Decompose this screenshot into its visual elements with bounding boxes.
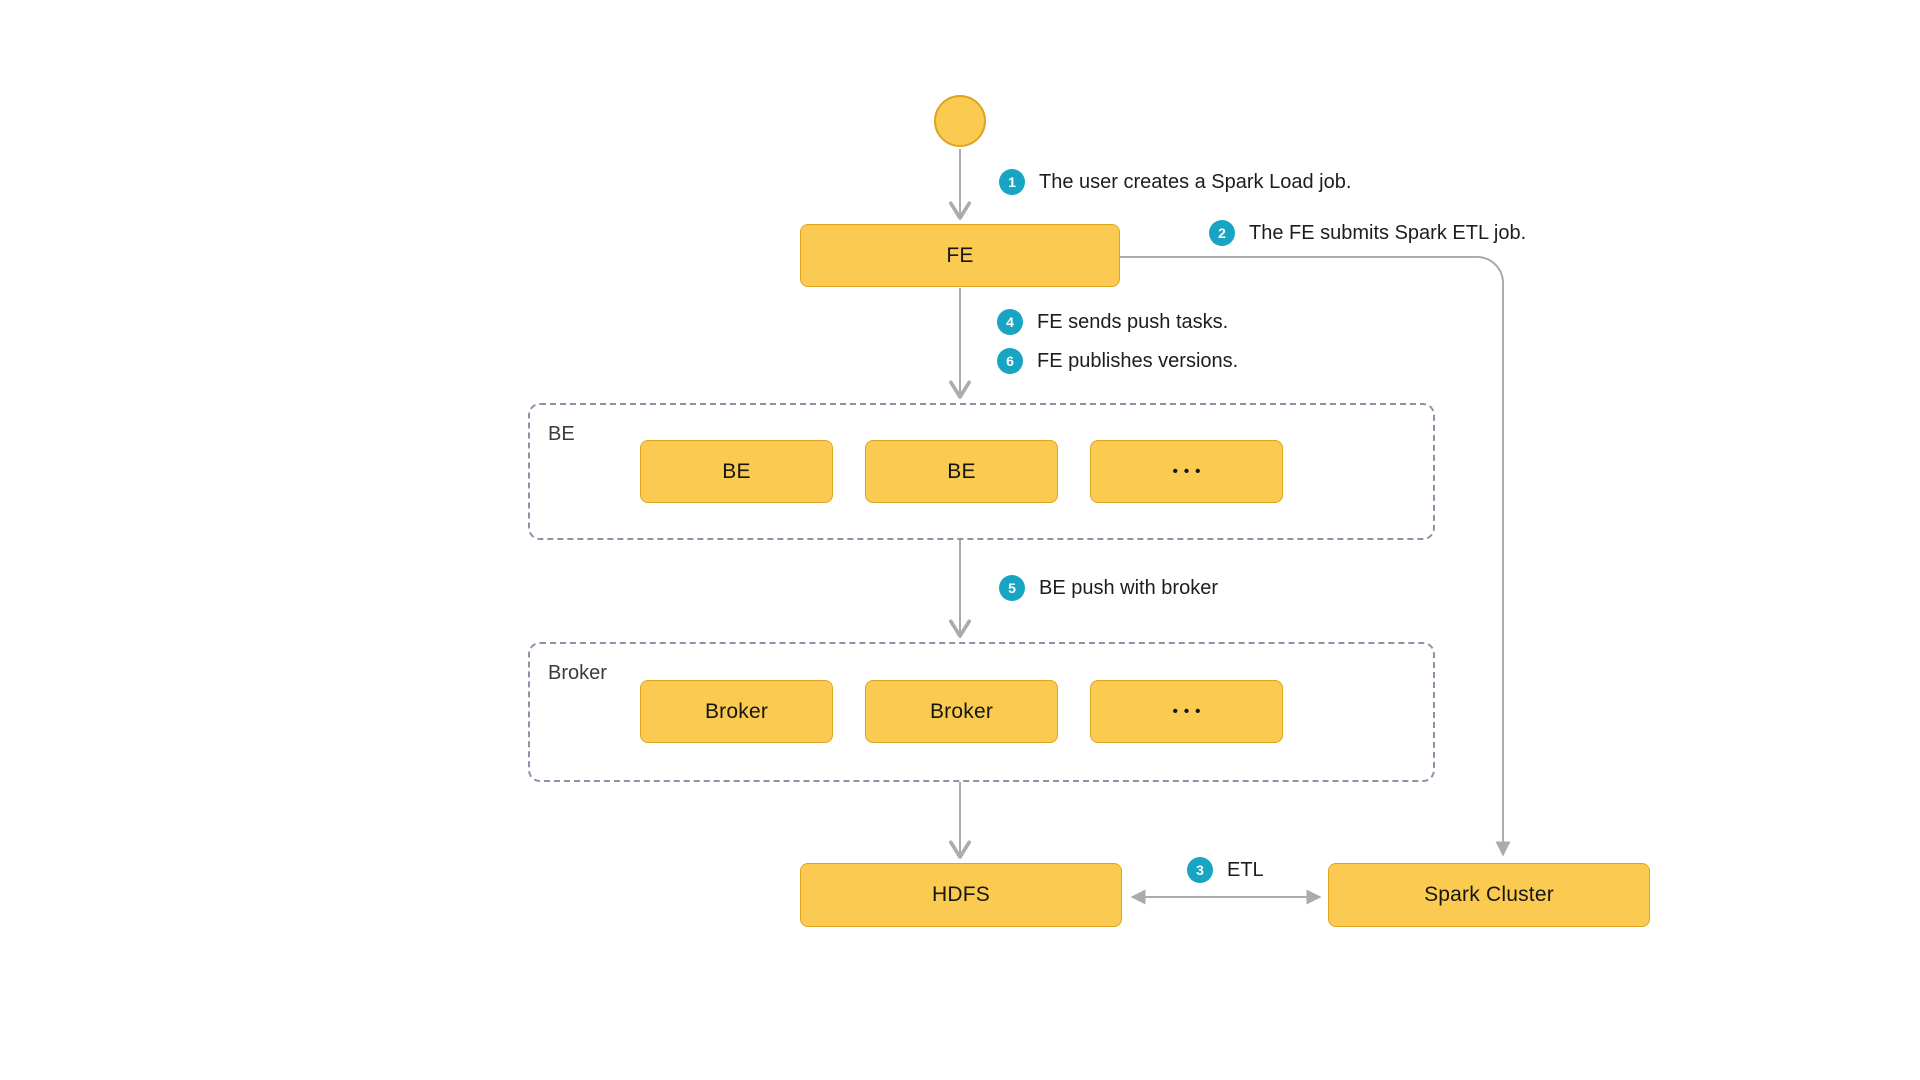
be-group-label: BE [548,423,575,445]
step-1-badge: 1 [999,169,1025,195]
step-1-text: The user creates a Spark Load job. [1039,171,1352,193]
step-3: 3 ETL [1187,857,1264,883]
broker-node-1: Broker [640,680,833,743]
broker-group-container: Broker [528,642,1435,782]
spark-cluster-node: Spark Cluster [1328,863,1650,927]
step-5-text: BE push with broker [1039,577,1218,599]
step-5: 5 BE push with broker [999,575,1218,601]
fe-node: FE [800,224,1120,287]
step-2: 2 The FE submits Spark ETL job. [1209,220,1526,246]
step-4-text: FE sends push tasks. [1037,311,1229,333]
step-5-badge: 5 [999,575,1025,601]
be-group-container: BE [528,403,1435,540]
step-1: 1 The user creates a Spark Load job. [999,169,1351,195]
start-node [934,95,986,147]
step-4-badge: 4 [997,309,1023,335]
step-6-badge: 6 [997,348,1023,374]
step-6: 6 FE publishes versions. [997,348,1238,374]
step-4: 4 FE sends push tasks. [997,309,1228,335]
broker-node-2: Broker [865,680,1058,743]
step-6-text: FE publishes versions. [1037,350,1239,372]
be-node-1: BE [640,440,833,503]
step-3-badge: 3 [1187,857,1213,883]
step-3-text: ETL [1227,859,1264,881]
step-2-text: The FE submits Spark ETL job. [1249,222,1527,244]
broker-group-label: Broker [548,662,607,684]
be-node-2: BE [865,440,1058,503]
hdfs-node: HDFS [800,863,1122,927]
be-node-ellipsis: ••• [1090,440,1283,503]
broker-node-ellipsis: ••• [1090,680,1283,743]
step-2-badge: 2 [1209,220,1235,246]
